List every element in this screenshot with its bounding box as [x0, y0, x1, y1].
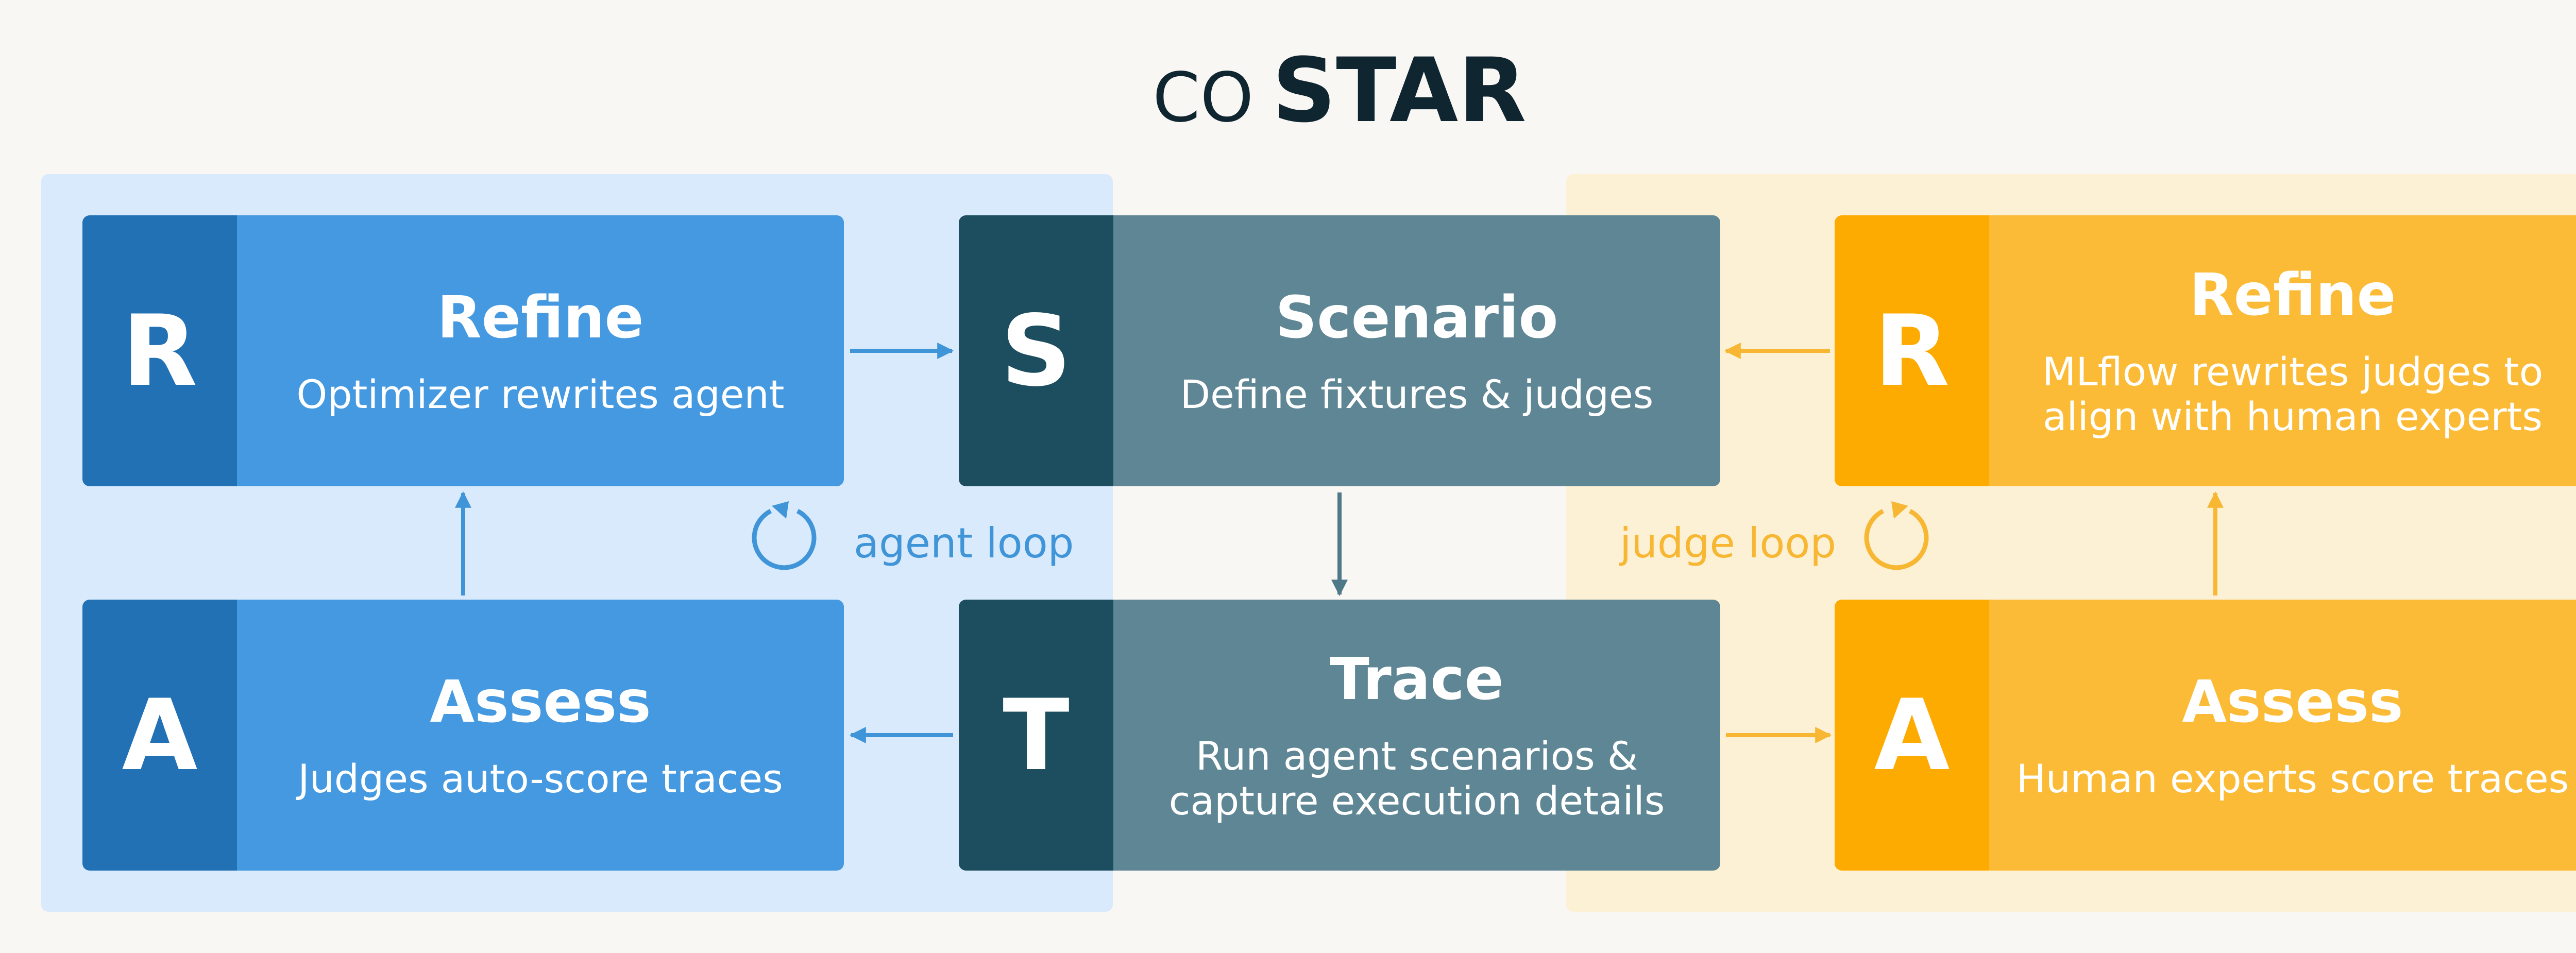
card-description: Run agent scenarios & capture execution … — [1169, 734, 1665, 824]
refine-judge-card: R Refine MLflow rewrites judges to align… — [1835, 215, 2576, 486]
card-description-line: Define fixtures & judges — [1180, 371, 1654, 417]
card-description-line: Judges auto-score traces — [298, 755, 783, 802]
card-description: MLflow rewrites judges to align with hum… — [2042, 349, 2543, 439]
card-description-line: capture execution details — [1168, 778, 1665, 824]
card-description: Define fixtures & judges — [1180, 371, 1654, 417]
card-letter: R — [82, 215, 237, 486]
card-heading: Refine — [2189, 262, 2396, 329]
card-letter: A — [1835, 600, 1989, 871]
card-letter: S — [959, 215, 1113, 486]
card-letter: A — [82, 600, 237, 871]
card-heading: Assess — [2182, 668, 2403, 736]
card-description-line: Optimizer rewrites agent — [296, 371, 785, 417]
cycle-arrow-icon — [1864, 501, 1929, 570]
card-heading: Scenario — [1275, 284, 1558, 351]
card-letter: R — [1835, 215, 1989, 486]
card-letter: T — [959, 600, 1113, 871]
card-description-line: align with human experts — [2042, 394, 2543, 440]
card-description-line: Human experts score traces — [2016, 755, 2569, 802]
card-description-line: MLflow rewrites judges to — [2042, 349, 2544, 395]
agent-loop-label: agent loop — [854, 519, 1074, 567]
cycle-arrow-icon — [752, 501, 817, 570]
trace-card: T Trace Run agent scenarios & capture ex… — [959, 600, 1720, 871]
card-description: Human experts score traces — [2016, 756, 2569, 801]
card-heading: Trace — [1330, 646, 1504, 713]
card-heading: Assess — [430, 668, 651, 736]
card-description: Judges auto-score traces — [298, 756, 783, 801]
card-description-line: Run agent scenarios & — [1195, 733, 1638, 779]
judge-loop-label: judge loop — [1620, 519, 1837, 567]
assess-agent-card: A Assess Judges auto-score traces — [82, 600, 844, 871]
card-description: Optimizer rewrites agent — [296, 371, 785, 417]
refine-agent-card: R Refine Optimizer rewrites agent — [82, 215, 844, 486]
card-heading: Refine — [437, 284, 644, 351]
title-main: STAR — [1272, 39, 1527, 142]
title-prefix: CO — [1153, 58, 1254, 138]
scenario-card: S Scenario Define fixtures & judges — [959, 215, 1720, 486]
assess-judge-card: A Assess Human experts score traces — [1835, 600, 2576, 871]
